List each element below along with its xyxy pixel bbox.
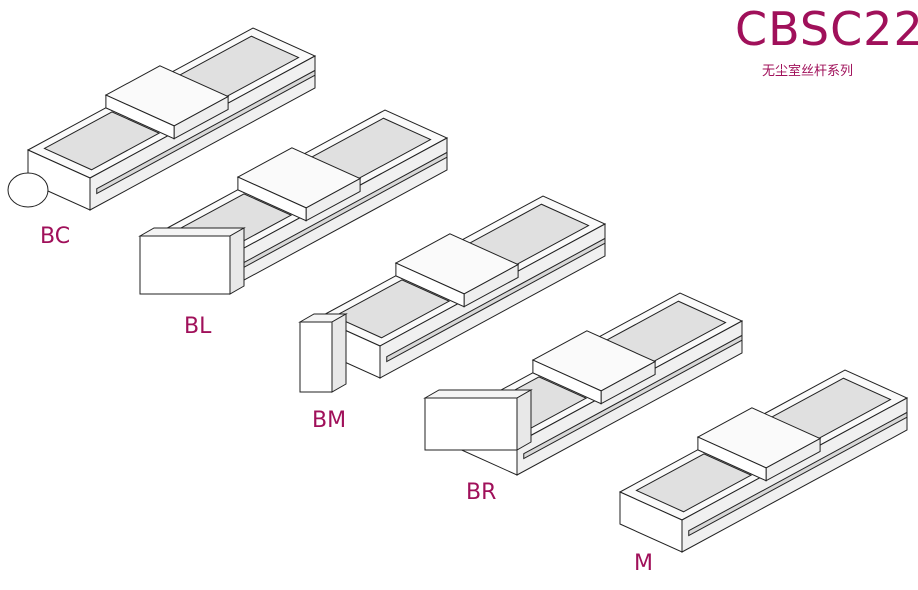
- m-carriage-end: [697, 436, 767, 482]
- m-cover-front: [635, 453, 753, 513]
- label-bl: BL: [184, 314, 212, 339]
- m-rail-groove: [688, 411, 908, 537]
- bm-motor-box-side: [331, 313, 347, 393]
- bc-carriage-end: [105, 94, 175, 140]
- br-carriage-end: [532, 359, 602, 405]
- bl-motor-box-front: [139, 235, 231, 295]
- br-motor-box-side: [516, 389, 532, 451]
- br-motor-box-top: [423, 389, 533, 399]
- bm-cover-front: [333, 279, 451, 339]
- label-bm: BM: [312, 408, 347, 433]
- br-motor-box-front: [424, 397, 518, 451]
- bm-motor-box-front: [299, 321, 333, 393]
- series-title: CBSC22: [735, 2, 918, 56]
- bm-carriage-end: [395, 262, 465, 308]
- br-rail-groove: [523, 334, 743, 460]
- series-subtitle: 无尘室丝杆系列: [762, 64, 854, 79]
- label-m: M: [634, 551, 653, 576]
- bl-carriage-end: [237, 176, 307, 222]
- bl-motor-box-top: [138, 227, 246, 237]
- bc-motor: [7, 172, 49, 208]
- bc-rail-groove: [96, 69, 316, 195]
- bc-cover-front: [43, 111, 161, 171]
- label-bc: BC: [40, 224, 71, 249]
- label-br: BR: [466, 480, 497, 505]
- bl-motor-box-side: [229, 227, 245, 295]
- bm-rail-groove: [386, 237, 606, 363]
